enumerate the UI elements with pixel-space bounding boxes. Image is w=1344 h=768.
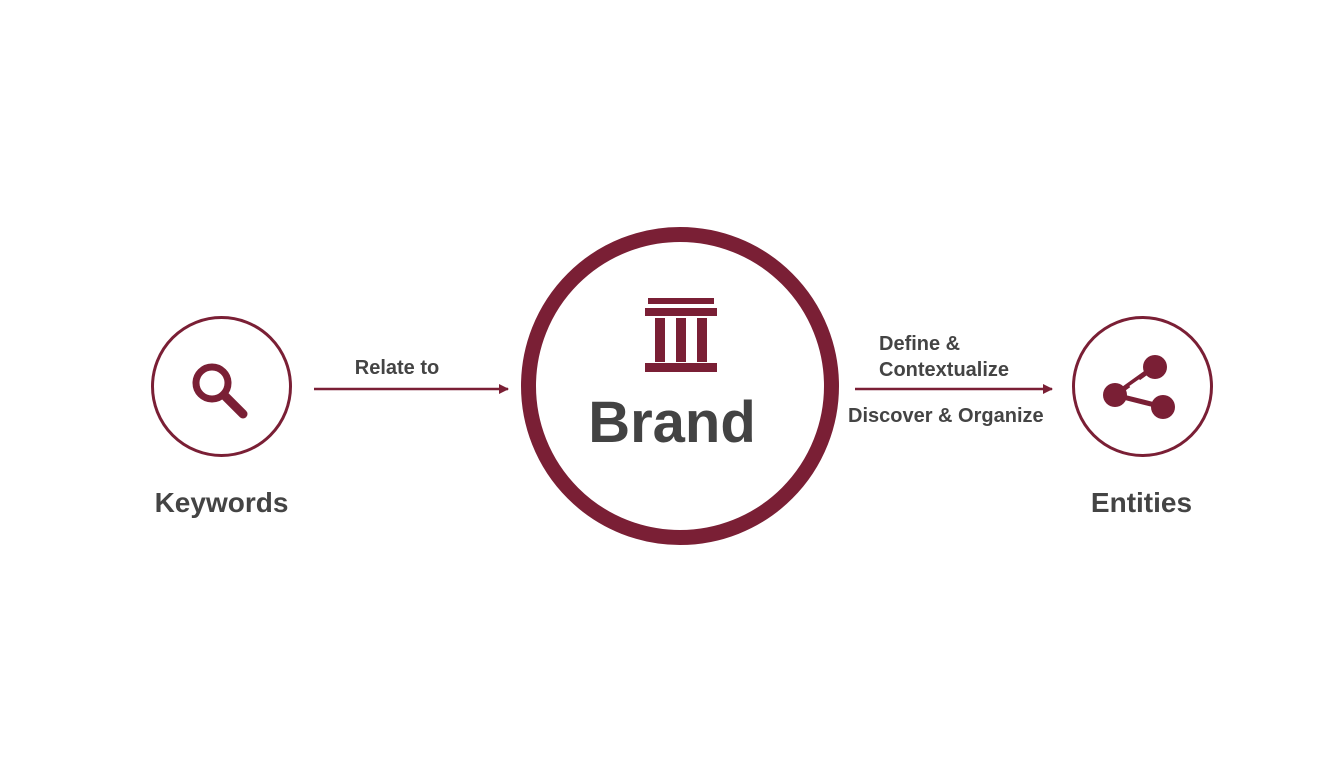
entities-label: Entities xyxy=(1090,487,1193,518)
institution-pillars-icon xyxy=(645,298,717,372)
search-icon xyxy=(192,363,248,419)
keywords-label: Keywords xyxy=(154,487,289,518)
edge-label-discover-organize: Discover & Organize xyxy=(848,405,1044,427)
entities-node xyxy=(1072,316,1213,457)
share-nodes-icon xyxy=(1103,355,1175,419)
edge-label-define-contextualize: Define & Contextualize xyxy=(879,333,1010,381)
brand-label: Brand xyxy=(588,390,756,455)
keywords-node xyxy=(151,316,292,457)
edge-label-relate-to: Relate to xyxy=(354,357,440,379)
